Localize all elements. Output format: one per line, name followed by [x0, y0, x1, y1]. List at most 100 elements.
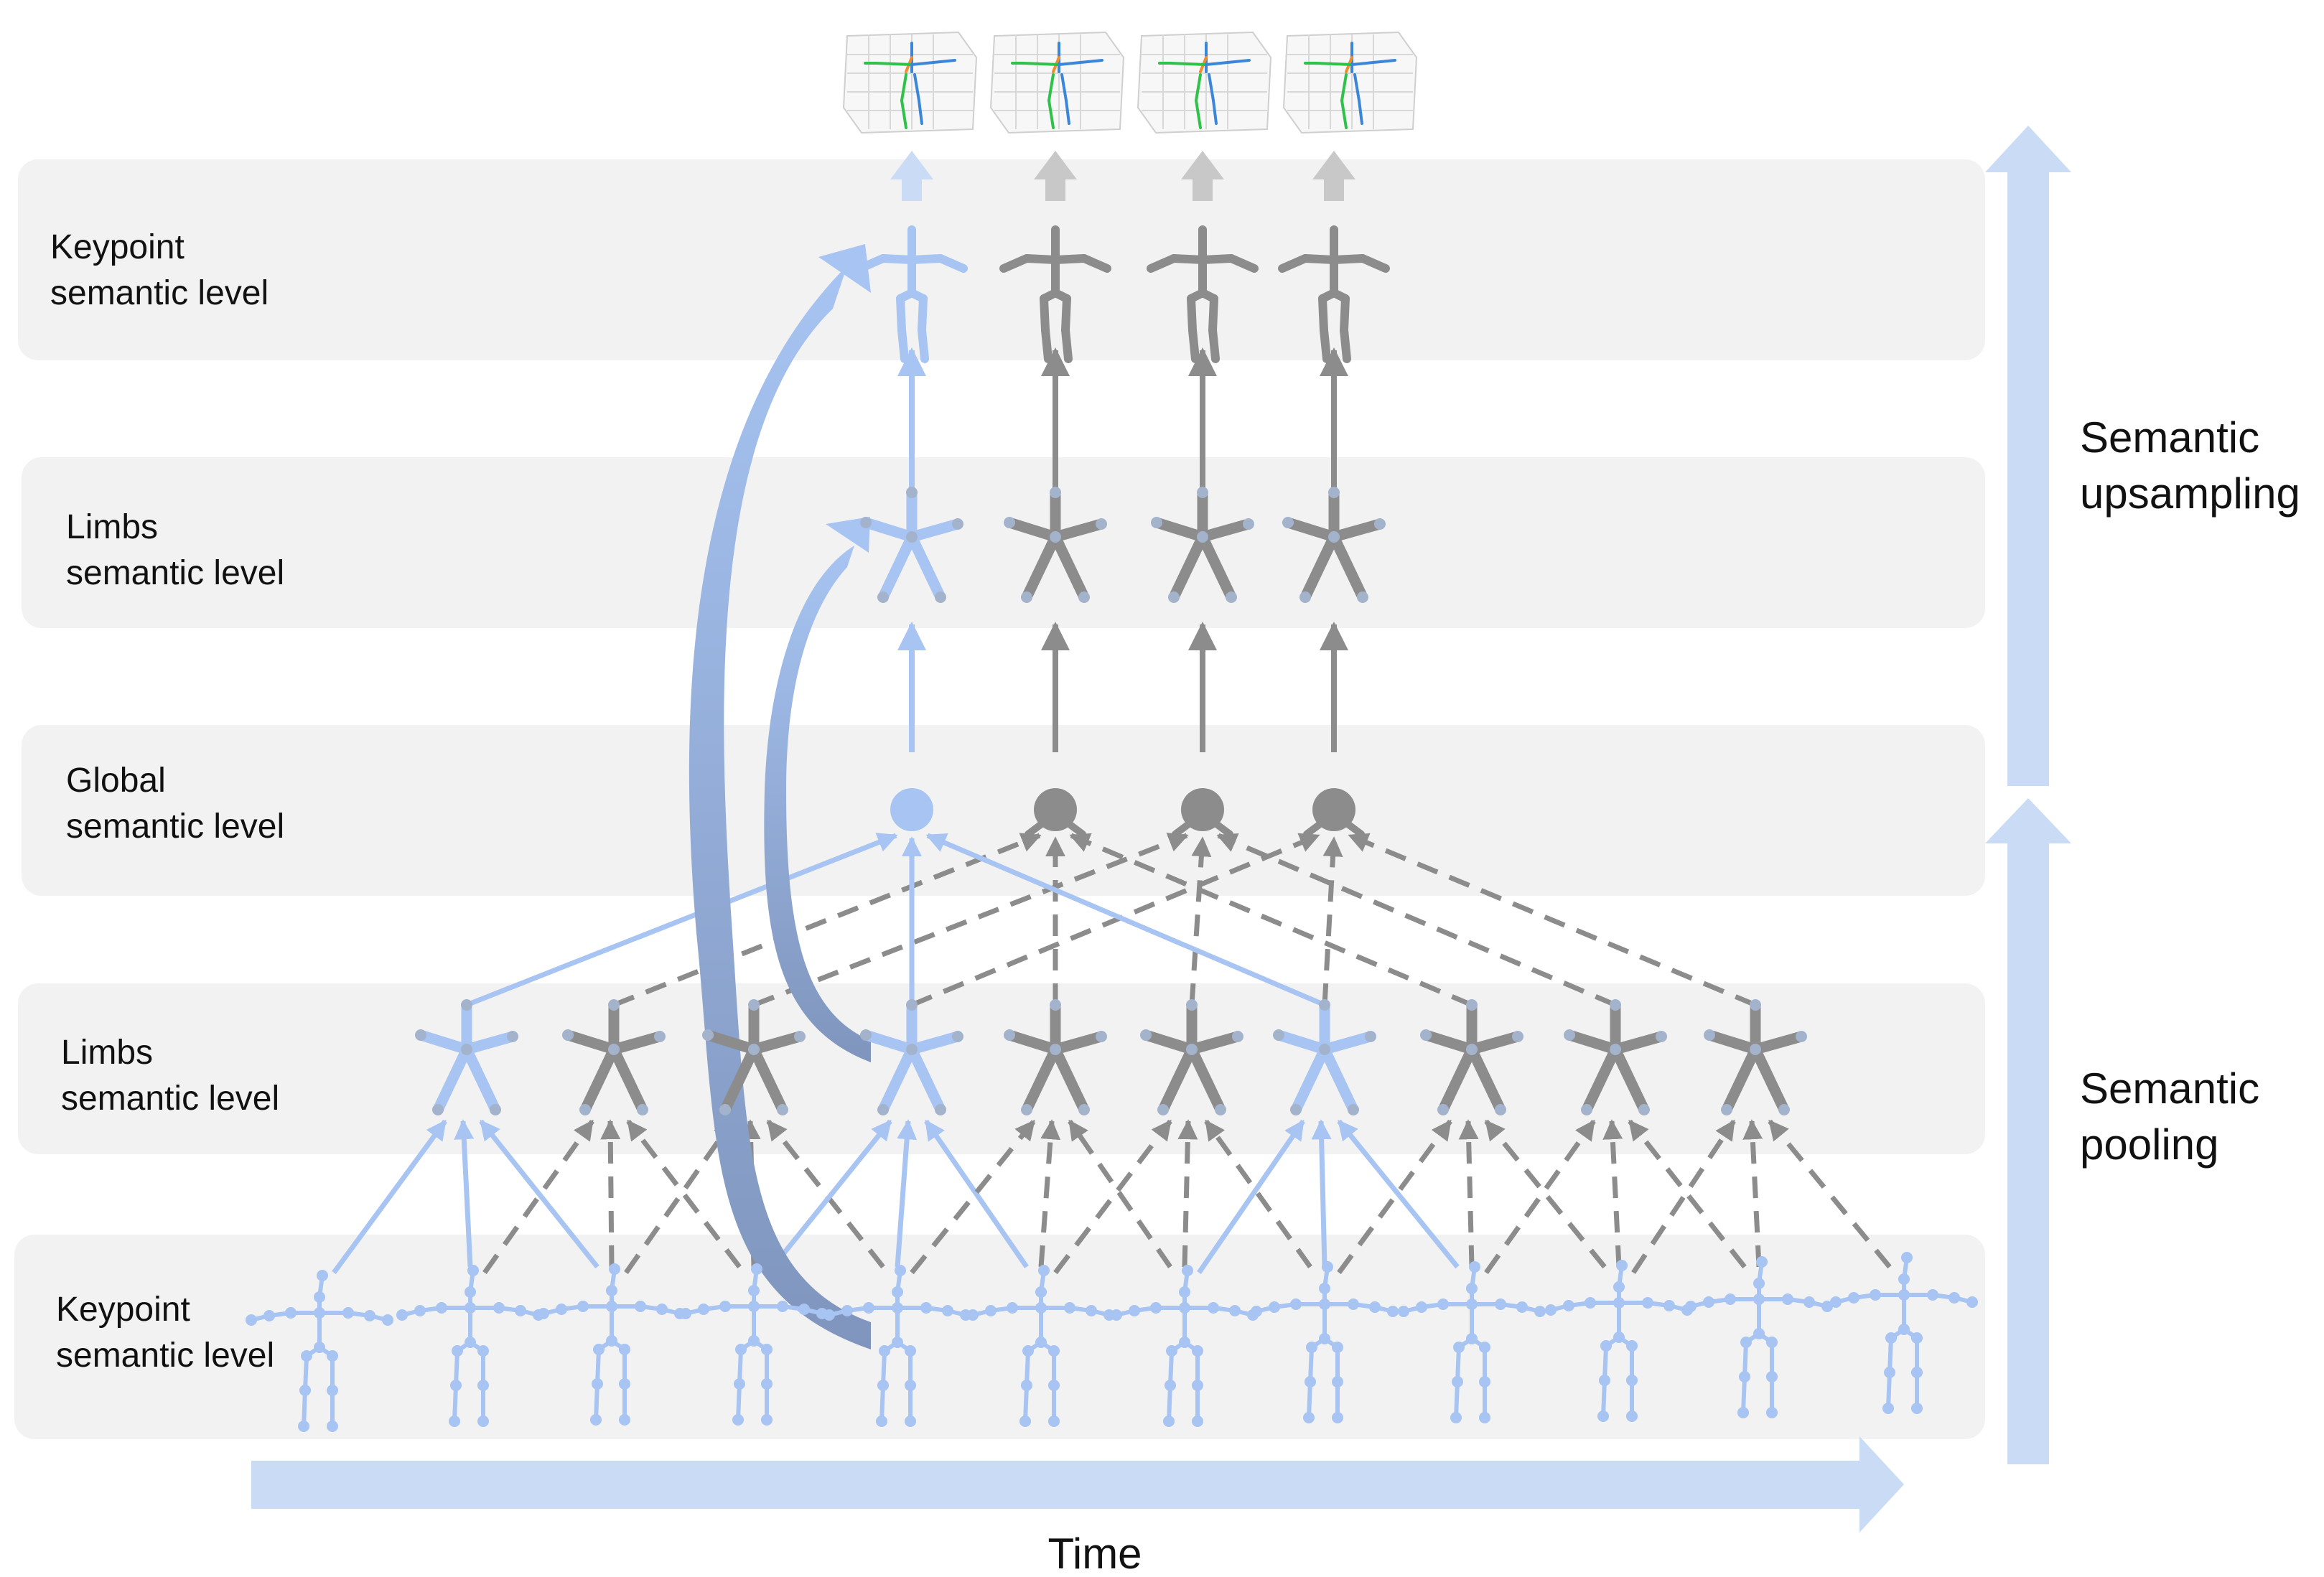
- joint: [1756, 1256, 1768, 1268]
- joint: [619, 1378, 630, 1390]
- limb-end-joint: [579, 1104, 591, 1115]
- limb: [432, 1044, 472, 1115]
- joint: [1179, 1337, 1190, 1348]
- joint: [1035, 1337, 1047, 1348]
- joint: [761, 1414, 773, 1426]
- joint: [1437, 1298, 1449, 1310]
- bone: [454, 1349, 459, 1388]
- keypoint-skeleton: [1251, 1261, 1399, 1423]
- top-keypoint-figure: [1278, 225, 1390, 363]
- pose-bone: [900, 73, 907, 102]
- limb-end-joint: [1232, 1031, 1243, 1042]
- pose-3d-output: [1282, 31, 1418, 134]
- joint: [1753, 1278, 1765, 1289]
- top-keypoint-figure: [1147, 225, 1259, 363]
- joint: [1469, 1261, 1480, 1273]
- label-top-limbs-line1: Limbs: [66, 508, 158, 546]
- skip-curve-limbs-head: [826, 517, 870, 553]
- bone: [452, 1383, 458, 1423]
- level-labels: Keypoint semantic level Limbs semantic l…: [50, 228, 284, 1375]
- joint: [1740, 1337, 1752, 1348]
- joint: [1495, 1298, 1506, 1310]
- keypoint-skeleton: [1111, 1265, 1259, 1427]
- joint: [1466, 1298, 1478, 1310]
- top-bone: [907, 254, 945, 264]
- solid-connection-arrow: [454, 1119, 475, 1268]
- pool-edge: [1189, 836, 1212, 1006]
- limb-center-joint: [906, 1044, 918, 1055]
- limb: [877, 1044, 918, 1115]
- joint: [1129, 1305, 1140, 1316]
- pose-bone: [1169, 62, 1208, 66]
- keypoint-skeleton: [246, 1270, 393, 1432]
- limb-center-joint: [1186, 1044, 1198, 1055]
- pose-bone: [1060, 73, 1068, 102]
- joint: [1048, 1345, 1060, 1357]
- limb: [748, 1031, 806, 1055]
- joint: [1086, 1305, 1097, 1316]
- joint: [1048, 1380, 1060, 1391]
- joint: [748, 1301, 760, 1312]
- joint: [263, 1310, 275, 1321]
- joint: [1150, 1302, 1162, 1314]
- joint: [314, 1307, 325, 1319]
- limb-end-joint: [1610, 999, 1621, 1011]
- limb-end-joint: [794, 1031, 806, 1042]
- dashed-connection-arrow: [482, 1119, 594, 1275]
- top-bone: [896, 294, 906, 334]
- band-bottom-keypoint: [14, 1235, 1985, 1439]
- joint: [1626, 1340, 1638, 1352]
- dashed-connection-arrow: [1337, 1119, 1452, 1275]
- plot-box: [1137, 31, 1272, 134]
- joint: [1599, 1375, 1610, 1386]
- pool-edge: [1348, 833, 1757, 1008]
- limb: [1721, 1044, 1761, 1115]
- pose-bone: [1047, 73, 1055, 102]
- joint: [1165, 1380, 1176, 1391]
- limb: [461, 1031, 518, 1055]
- joint: [592, 1378, 603, 1390]
- top-bone: [918, 326, 929, 363]
- label-global-line2: semantic level: [66, 808, 284, 846]
- bone: [1602, 1344, 1608, 1382]
- joint: [1416, 1301, 1427, 1313]
- label-top-keypoint-line2: semantic level: [50, 274, 269, 312]
- limb-end-joint: [1151, 517, 1162, 528]
- pose-bone: [1350, 60, 1382, 66]
- joint: [1048, 1415, 1060, 1427]
- joint: [1949, 1292, 1960, 1304]
- joint: [1452, 1376, 1463, 1388]
- dashed-connection-arrow: [1484, 1119, 1596, 1275]
- pose-3d-output: [842, 31, 978, 134]
- joint: [590, 1414, 602, 1426]
- dashed-connection-arrow: [626, 1119, 742, 1269]
- limb: [877, 531, 918, 603]
- limb: [1564, 1029, 1621, 1055]
- joint: [1766, 1371, 1778, 1382]
- skip-curve-keypoint-head: [818, 244, 871, 293]
- limb-end-joint: [1050, 487, 1061, 498]
- limb: [608, 1044, 648, 1115]
- limb: [748, 1044, 788, 1115]
- limb-center-joint: [1610, 1044, 1621, 1055]
- dashed-connection-arrow: [1602, 1119, 1623, 1268]
- joint: [314, 1291, 325, 1303]
- joint: [465, 1337, 476, 1348]
- joint: [680, 1308, 691, 1319]
- label-top-keypoint-line1: Keypoint: [50, 228, 185, 266]
- limb-center-joint: [1328, 531, 1340, 543]
- pose-bone: [874, 62, 913, 66]
- top-bone: [1170, 254, 1207, 264]
- limb-end-joint: [1096, 518, 1107, 530]
- top-bone: [1227, 254, 1259, 273]
- joint: [1613, 1332, 1625, 1343]
- label-upsampling-line2: upsampling: [2080, 469, 2300, 518]
- joint: [1332, 1412, 1343, 1423]
- joint: [1613, 1281, 1625, 1293]
- limbs-figure: [1140, 999, 1243, 1115]
- top-bone: [1318, 294, 1328, 334]
- limb: [1050, 518, 1107, 543]
- joint: [920, 1302, 932, 1314]
- limb-end-joint: [1750, 999, 1761, 1011]
